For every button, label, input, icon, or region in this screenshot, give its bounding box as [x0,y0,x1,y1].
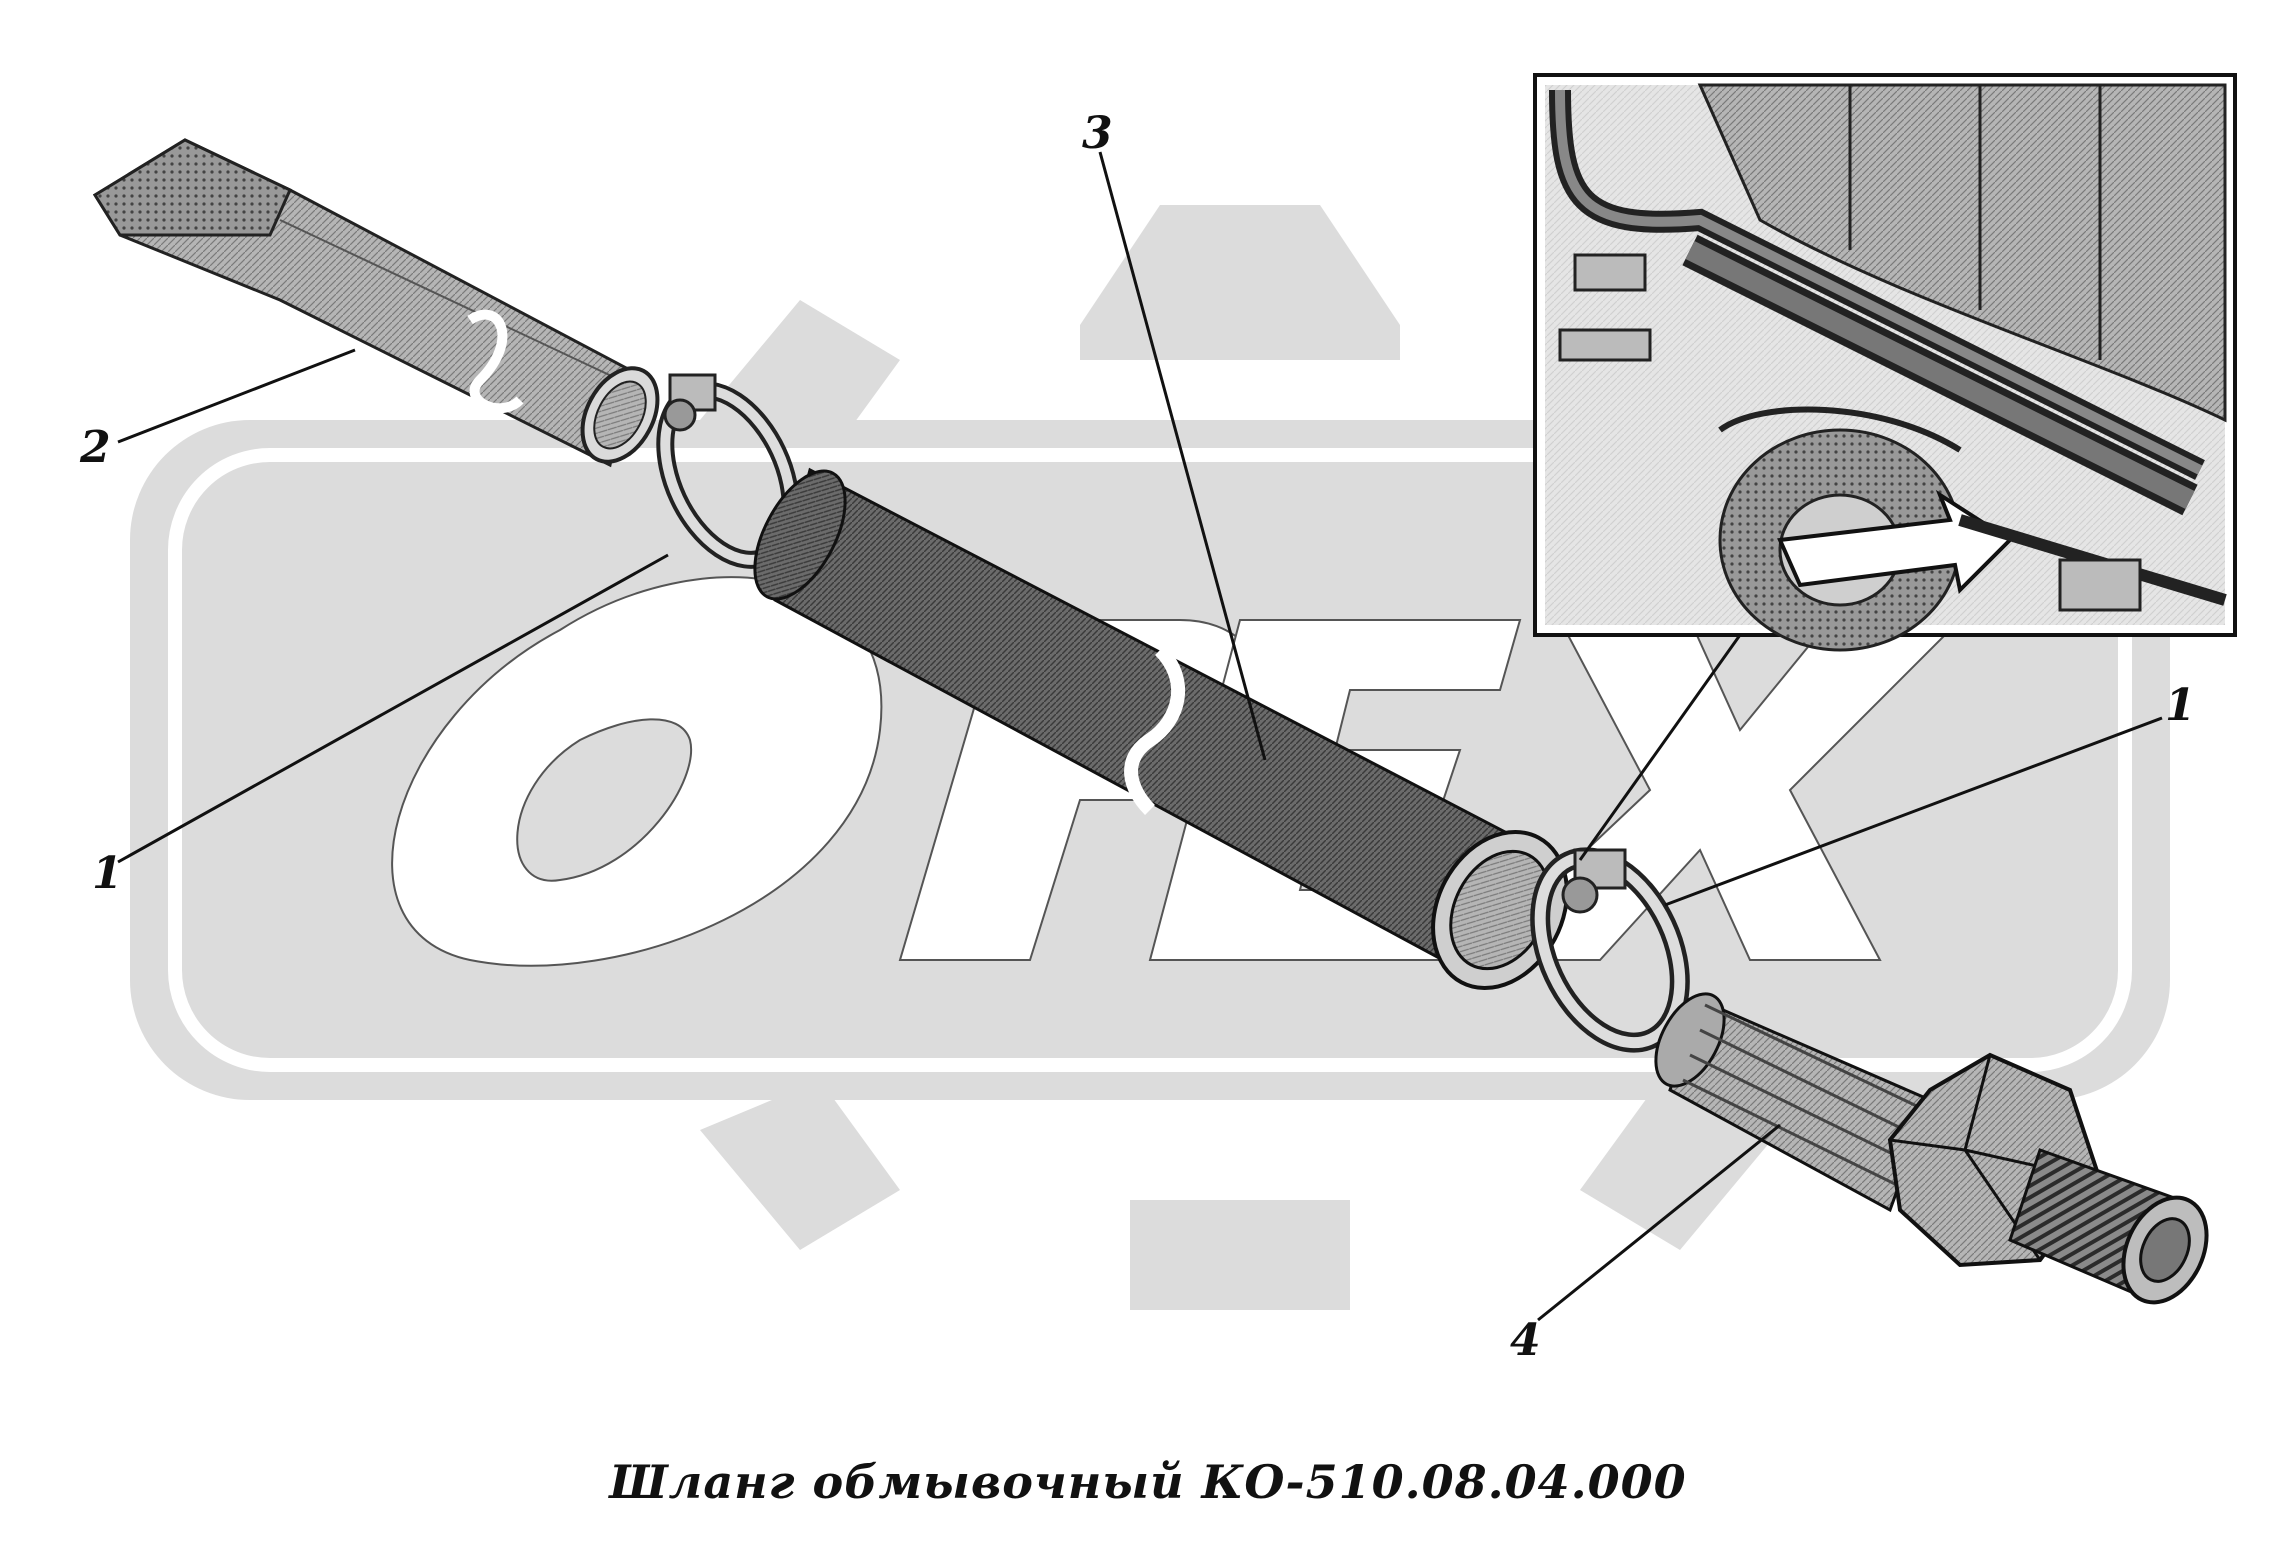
leader-clamp-bottom [1664,716,2163,907]
threaded-fitting-part [1654,992,2209,1305]
watermark-inner-frame [168,448,2132,1072]
leader-inset [1578,634,1742,861]
hose-part [753,467,1569,991]
leader-clamp-top [117,553,669,864]
leader-fitting [1537,1123,1781,1322]
callout-nozzle: 2 [79,422,111,473]
figure-caption: Шланг обмывочный КО-510.08.04.000 [609,1455,1687,1509]
callout-clamp-top: 1 [92,848,123,899]
nozzle-part [92,138,660,468]
callout-hose: 3 [1082,108,1113,159]
callout-clamp-bottom: 1 [2165,680,2196,731]
location-inset [1533,73,2237,652]
leader-nozzle [117,348,356,444]
callout-fitting: 4 [1510,1315,1541,1366]
leader-hose [1098,151,1267,761]
hose-clamp-bottom [1530,847,1690,1053]
leader-lines [117,151,2163,1322]
pointer-arrow-icon [1777,489,2014,595]
